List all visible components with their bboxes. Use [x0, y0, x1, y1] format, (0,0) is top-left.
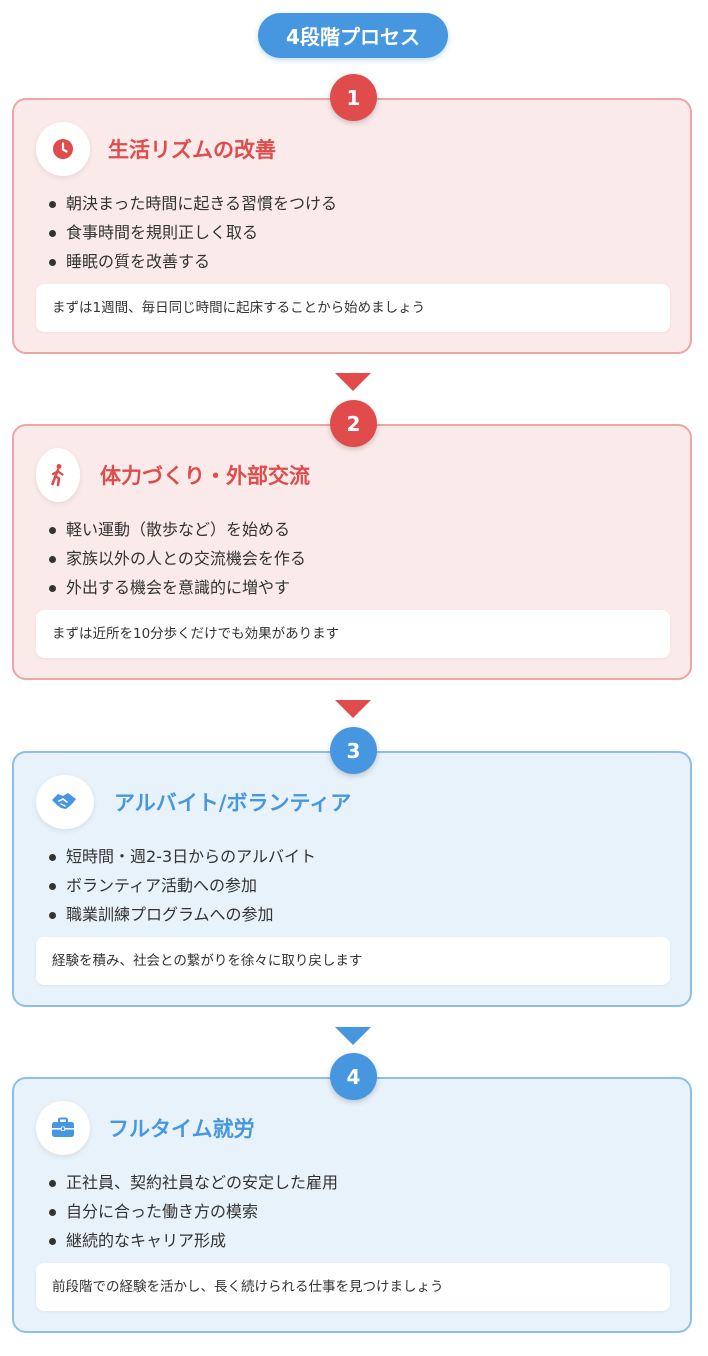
stage-title: 体力づくり・外部交流	[100, 464, 310, 488]
step-number-badge: 4	[330, 1053, 377, 1100]
down-arrow-icon	[335, 373, 371, 391]
step-number-badge: 3	[330, 727, 377, 774]
list-item: 睡眠の質を改善する	[46, 247, 337, 276]
stage-item-list: 短時間・週2-3日からのアルバイト ボランティア活動への参加 職業訓練プログラム…	[46, 842, 316, 929]
stage-title: 生活リズムの改善	[108, 138, 276, 162]
stage-note: まずは近所を10分歩くだけでも効果があります	[36, 610, 670, 658]
list-item: ボランティア活動への参加	[46, 871, 316, 900]
stage-item-list: 正社員、契約社員などの安定した雇用 自分に合った働き方の模索 継続的なキャリア形…	[46, 1168, 338, 1255]
stage-card-4: 4 フルタイム就労 正社員、契約社員などの安定した雇用 自分に合った働き方の模索…	[12, 1053, 692, 1333]
down-arrow-icon	[335, 700, 371, 718]
list-item: 外出する機会を意識的に増やす	[46, 573, 306, 602]
list-item: 食事時間を規則正しく取る	[46, 218, 337, 247]
list-item: 短時間・週2-3日からのアルバイト	[46, 842, 316, 871]
stage-card-3: 3 アルバイト/ボランティア 短時間・週2-3日からのアルバイト ボランティア活…	[12, 727, 692, 1007]
stage-note: 前段階での経験を活かし、長く続けられる仕事を見つけましょう	[36, 1263, 670, 1311]
step-number-badge: 2	[330, 400, 377, 447]
clock-icon	[36, 122, 90, 176]
stage-title: フルタイム就労	[108, 1117, 255, 1141]
stage-card-1: 1 生活リズムの改善 朝決まった時間に起きる習慣をつける 食事時間を規則正しく取…	[12, 74, 692, 354]
list-item: 軽い運動（散歩など）を始める	[46, 515, 306, 544]
step-number-badge: 1	[330, 74, 377, 121]
stage-note: まずは1週間、毎日同じ時間に起床することから始めましょう	[36, 284, 670, 332]
page-title: 4段階プロセス	[258, 13, 448, 58]
stage-title: アルバイト/ボランティア	[114, 791, 352, 815]
list-item: 家族以外の人との交流機会を作る	[46, 544, 306, 573]
handshake-icon	[36, 775, 94, 829]
list-item: 朝決まった時間に起きる習慣をつける	[46, 189, 337, 218]
stage-item-list: 朝決まった時間に起きる習慣をつける 食事時間を規則正しく取る 睡眠の質を改善する	[46, 189, 337, 276]
stage-note: 経験を積み、社会との繋がりを徐々に取り戻します	[36, 937, 670, 985]
list-item: 職業訓練プログラムへの参加	[46, 900, 316, 929]
list-item: 継続的なキャリア形成	[46, 1226, 338, 1255]
list-item: 正社員、契約社員などの安定した雇用	[46, 1168, 338, 1197]
down-arrow-icon	[335, 1027, 371, 1045]
briefcase-icon	[36, 1101, 90, 1155]
list-item: 自分に合った働き方の模索	[46, 1197, 338, 1226]
stage-item-list: 軽い運動（散歩など）を始める 家族以外の人との交流機会を作る 外出する機会を意識…	[46, 515, 306, 602]
walking-person-icon	[36, 448, 80, 502]
stage-card-2: 2 体力づくり・外部交流 軽い運動（散歩など）を始める 家族以外の人との交流機会…	[12, 400, 692, 680]
